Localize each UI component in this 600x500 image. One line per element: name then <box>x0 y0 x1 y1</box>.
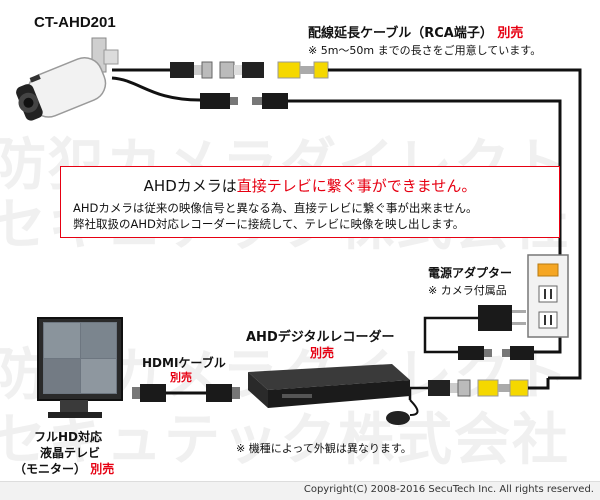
cable-title-text: 配線延長ケーブル（RCA端子） <box>308 26 493 41</box>
recorder-note: ※ 機種によって外観は異なります。 <box>236 442 412 455</box>
notice-headline-prefix: AHDカメラは <box>143 177 237 195</box>
cable-title: 配線延長ケーブル（RCA端子） 別売 <box>308 22 523 41</box>
dc-power-plug-camera <box>200 93 238 109</box>
recorder-title: AHDデジタルレコーダー <box>246 330 395 345</box>
monitor-line2: 液晶テレビ <box>40 446 101 460</box>
notice-body-line2: 弊社取扱のAHD対応レコーダーに接続して、テレビに映像を映し出します。 <box>73 217 465 231</box>
rca-yellow-connector-bottom <box>477 379 529 397</box>
copyright-bar: Copyright(C) 2008-2016 SecuTech Inc. All… <box>0 481 600 500</box>
watermark-4: セキュテック株式会社 <box>0 408 570 473</box>
notice-headline-emphasis: 直接テレビに繋ぐ事ができません。 <box>236 177 477 195</box>
camera-model-label: CT-AHD201 <box>34 14 116 31</box>
monitor-line1: フルHD対応 <box>34 430 103 444</box>
monitor-line3-text: （モニター） <box>14 462 87 476</box>
dc-power-plug-adapter <box>458 346 492 360</box>
dc-power-plug-cable <box>252 93 288 109</box>
notice-headline: AHDカメラは直接テレビに繋ぐ事ができません。 <box>61 175 559 196</box>
monitor-line3: （モニター） 別売 <box>14 460 114 477</box>
cable-title-tag: 別売 <box>497 26 524 41</box>
lcd-monitor <box>37 317 123 418</box>
notice-body-line1: AHDカメラは従来の映像信号と異なる為、直接テレビに繋ぐ事が出来ません。 <box>73 201 478 215</box>
notice-body: AHDカメラは従来の映像信号と異なる為、直接テレビに繋ぐ事が出来ません。 弊社取… <box>73 200 478 232</box>
monitor-tag: 別売 <box>90 462 115 476</box>
bnc-connector-camera <box>170 61 213 79</box>
mouse <box>386 399 419 425</box>
wall-outlet <box>527 254 569 338</box>
adapter-title: 電源アダプター <box>428 266 513 280</box>
power-adapter <box>478 305 526 331</box>
hdmi-tag: 別売 <box>170 371 192 384</box>
copyright-text: Copyright(C) 2008-2016 SecuTech Inc. All… <box>303 484 594 495</box>
bnc-connector-cable <box>219 61 264 79</box>
cable-note: ※ 5m～50m までの長さをご用意しています。 <box>308 44 542 57</box>
bnc-connector-recorder <box>428 379 471 397</box>
adapter-note: ※ カメラ付属品 <box>428 284 507 297</box>
rca-yellow-connector-top <box>277 61 329 79</box>
hdmi-title: HDMIケーブル <box>142 356 226 370</box>
dc-power-plug-extension <box>502 346 534 360</box>
ahd-digital-recorder <box>248 364 410 408</box>
hdmi-connector-recorder <box>206 384 240 402</box>
ahd-camera <box>16 37 119 121</box>
recorder-tag: 別売 <box>310 346 335 360</box>
notice-box: AHDカメラは直接テレビに繋ぐ事ができません。 AHDカメラは従来の映像信号と異… <box>60 166 560 238</box>
hdmi-connector-monitor <box>132 384 166 402</box>
